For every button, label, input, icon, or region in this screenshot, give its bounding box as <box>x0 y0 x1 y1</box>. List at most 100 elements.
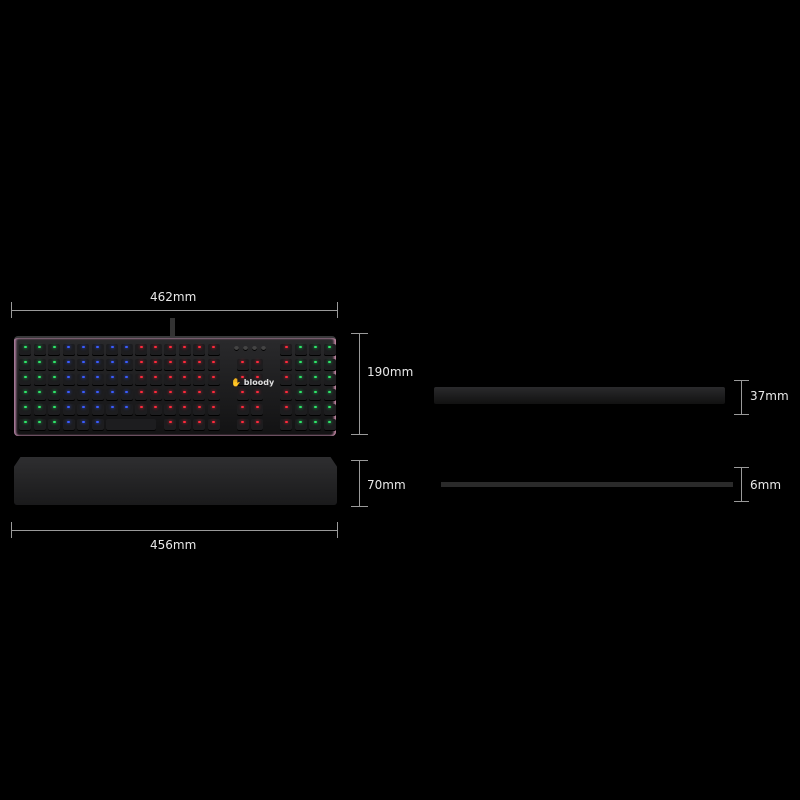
keycap <box>236 389 249 401</box>
media-button <box>261 346 266 351</box>
keycap <box>164 344 176 356</box>
keycap <box>77 374 89 386</box>
keycap <box>193 389 205 401</box>
keycap <box>178 374 191 386</box>
keycap <box>323 419 336 431</box>
keycap <box>309 374 321 386</box>
keycap <box>33 419 46 431</box>
keycap <box>178 419 191 431</box>
keycap <box>135 344 147 356</box>
keycap <box>294 419 307 431</box>
keycap <box>193 419 205 431</box>
rest-width-line <box>11 530 337 531</box>
bloody-logo: ✋ bloody <box>231 378 275 387</box>
keycap <box>207 344 220 356</box>
keycap <box>280 404 292 416</box>
keycap <box>193 359 205 371</box>
wrist-rest-height-label: 6mm <box>750 478 782 492</box>
keyboard-cable <box>170 318 175 338</box>
keycap <box>178 389 191 401</box>
keycap <box>294 374 307 386</box>
keycap <box>207 374 220 386</box>
keycap <box>48 404 60 416</box>
keycap <box>323 374 336 386</box>
keycap <box>135 359 147 371</box>
wrist-rest-depth-label: 70mm <box>367 478 406 492</box>
keyboard-side-view <box>434 387 725 404</box>
keyboard-top-view <box>14 336 336 436</box>
keycap <box>48 344 60 356</box>
keycap <box>193 374 205 386</box>
width-tick-left <box>11 302 12 318</box>
keycap <box>178 344 191 356</box>
keycap <box>106 389 118 401</box>
rest-height-line <box>741 467 742 501</box>
media-button <box>252 346 257 351</box>
keycap <box>106 344 118 356</box>
keycap <box>236 374 249 386</box>
keycap <box>323 344 336 356</box>
keycap <box>294 389 307 401</box>
keycap <box>164 359 176 371</box>
rest-depth-tick-top <box>351 460 368 461</box>
depth-dimension-line <box>359 333 360 434</box>
keycap <box>33 374 46 386</box>
keycap <box>149 374 162 386</box>
keycap <box>91 404 104 416</box>
height-line <box>741 380 742 414</box>
keycap <box>106 404 118 416</box>
keycap <box>48 419 60 431</box>
spacebar <box>106 419 156 431</box>
keycap <box>19 419 31 431</box>
keycap <box>309 389 321 401</box>
keycap <box>106 359 118 371</box>
keycap <box>251 404 263 416</box>
height-tick-bottom <box>734 414 749 415</box>
wrist-rest-side-view <box>441 482 733 487</box>
keycap <box>294 359 307 371</box>
keycap <box>251 359 263 371</box>
keycap <box>280 389 292 401</box>
rest-depth-tick-bottom <box>351 506 368 507</box>
width-dimension-line <box>11 310 337 311</box>
keycap <box>251 419 263 431</box>
keycap <box>120 404 133 416</box>
keycap <box>77 419 89 431</box>
keycap <box>164 419 176 431</box>
rest-width-tick-left <box>11 522 12 538</box>
keycap <box>236 404 249 416</box>
keycap <box>207 419 220 431</box>
keycap <box>33 344 46 356</box>
keycap <box>149 404 162 416</box>
media-button <box>243 346 248 351</box>
keycap <box>48 374 60 386</box>
keycap <box>294 404 307 416</box>
keycap <box>106 374 118 386</box>
keycap <box>280 419 292 431</box>
keycap <box>91 359 104 371</box>
keycap <box>193 404 205 416</box>
keycap <box>294 344 307 356</box>
logo-text: bloody <box>243 378 275 387</box>
keycap <box>309 404 321 416</box>
keycap <box>193 344 205 356</box>
keycap <box>280 374 292 386</box>
wrist-rest-width-label: 456mm <box>150 538 197 552</box>
keycap <box>120 389 133 401</box>
keycap <box>48 359 60 371</box>
keyboard-depth-label: 190mm <box>367 365 414 379</box>
keycap <box>120 374 133 386</box>
keycap <box>135 374 147 386</box>
wrist-rest-top-view <box>14 457 337 505</box>
keycap <box>178 404 191 416</box>
keycap <box>77 344 89 356</box>
keycap <box>178 359 191 371</box>
keycap <box>236 359 249 371</box>
keycap <box>323 404 336 416</box>
keycap <box>164 404 176 416</box>
rest-depth-line <box>359 460 360 506</box>
keycap <box>91 344 104 356</box>
depth-tick-top <box>351 333 368 334</box>
keycap <box>149 389 162 401</box>
media-button <box>234 346 239 351</box>
